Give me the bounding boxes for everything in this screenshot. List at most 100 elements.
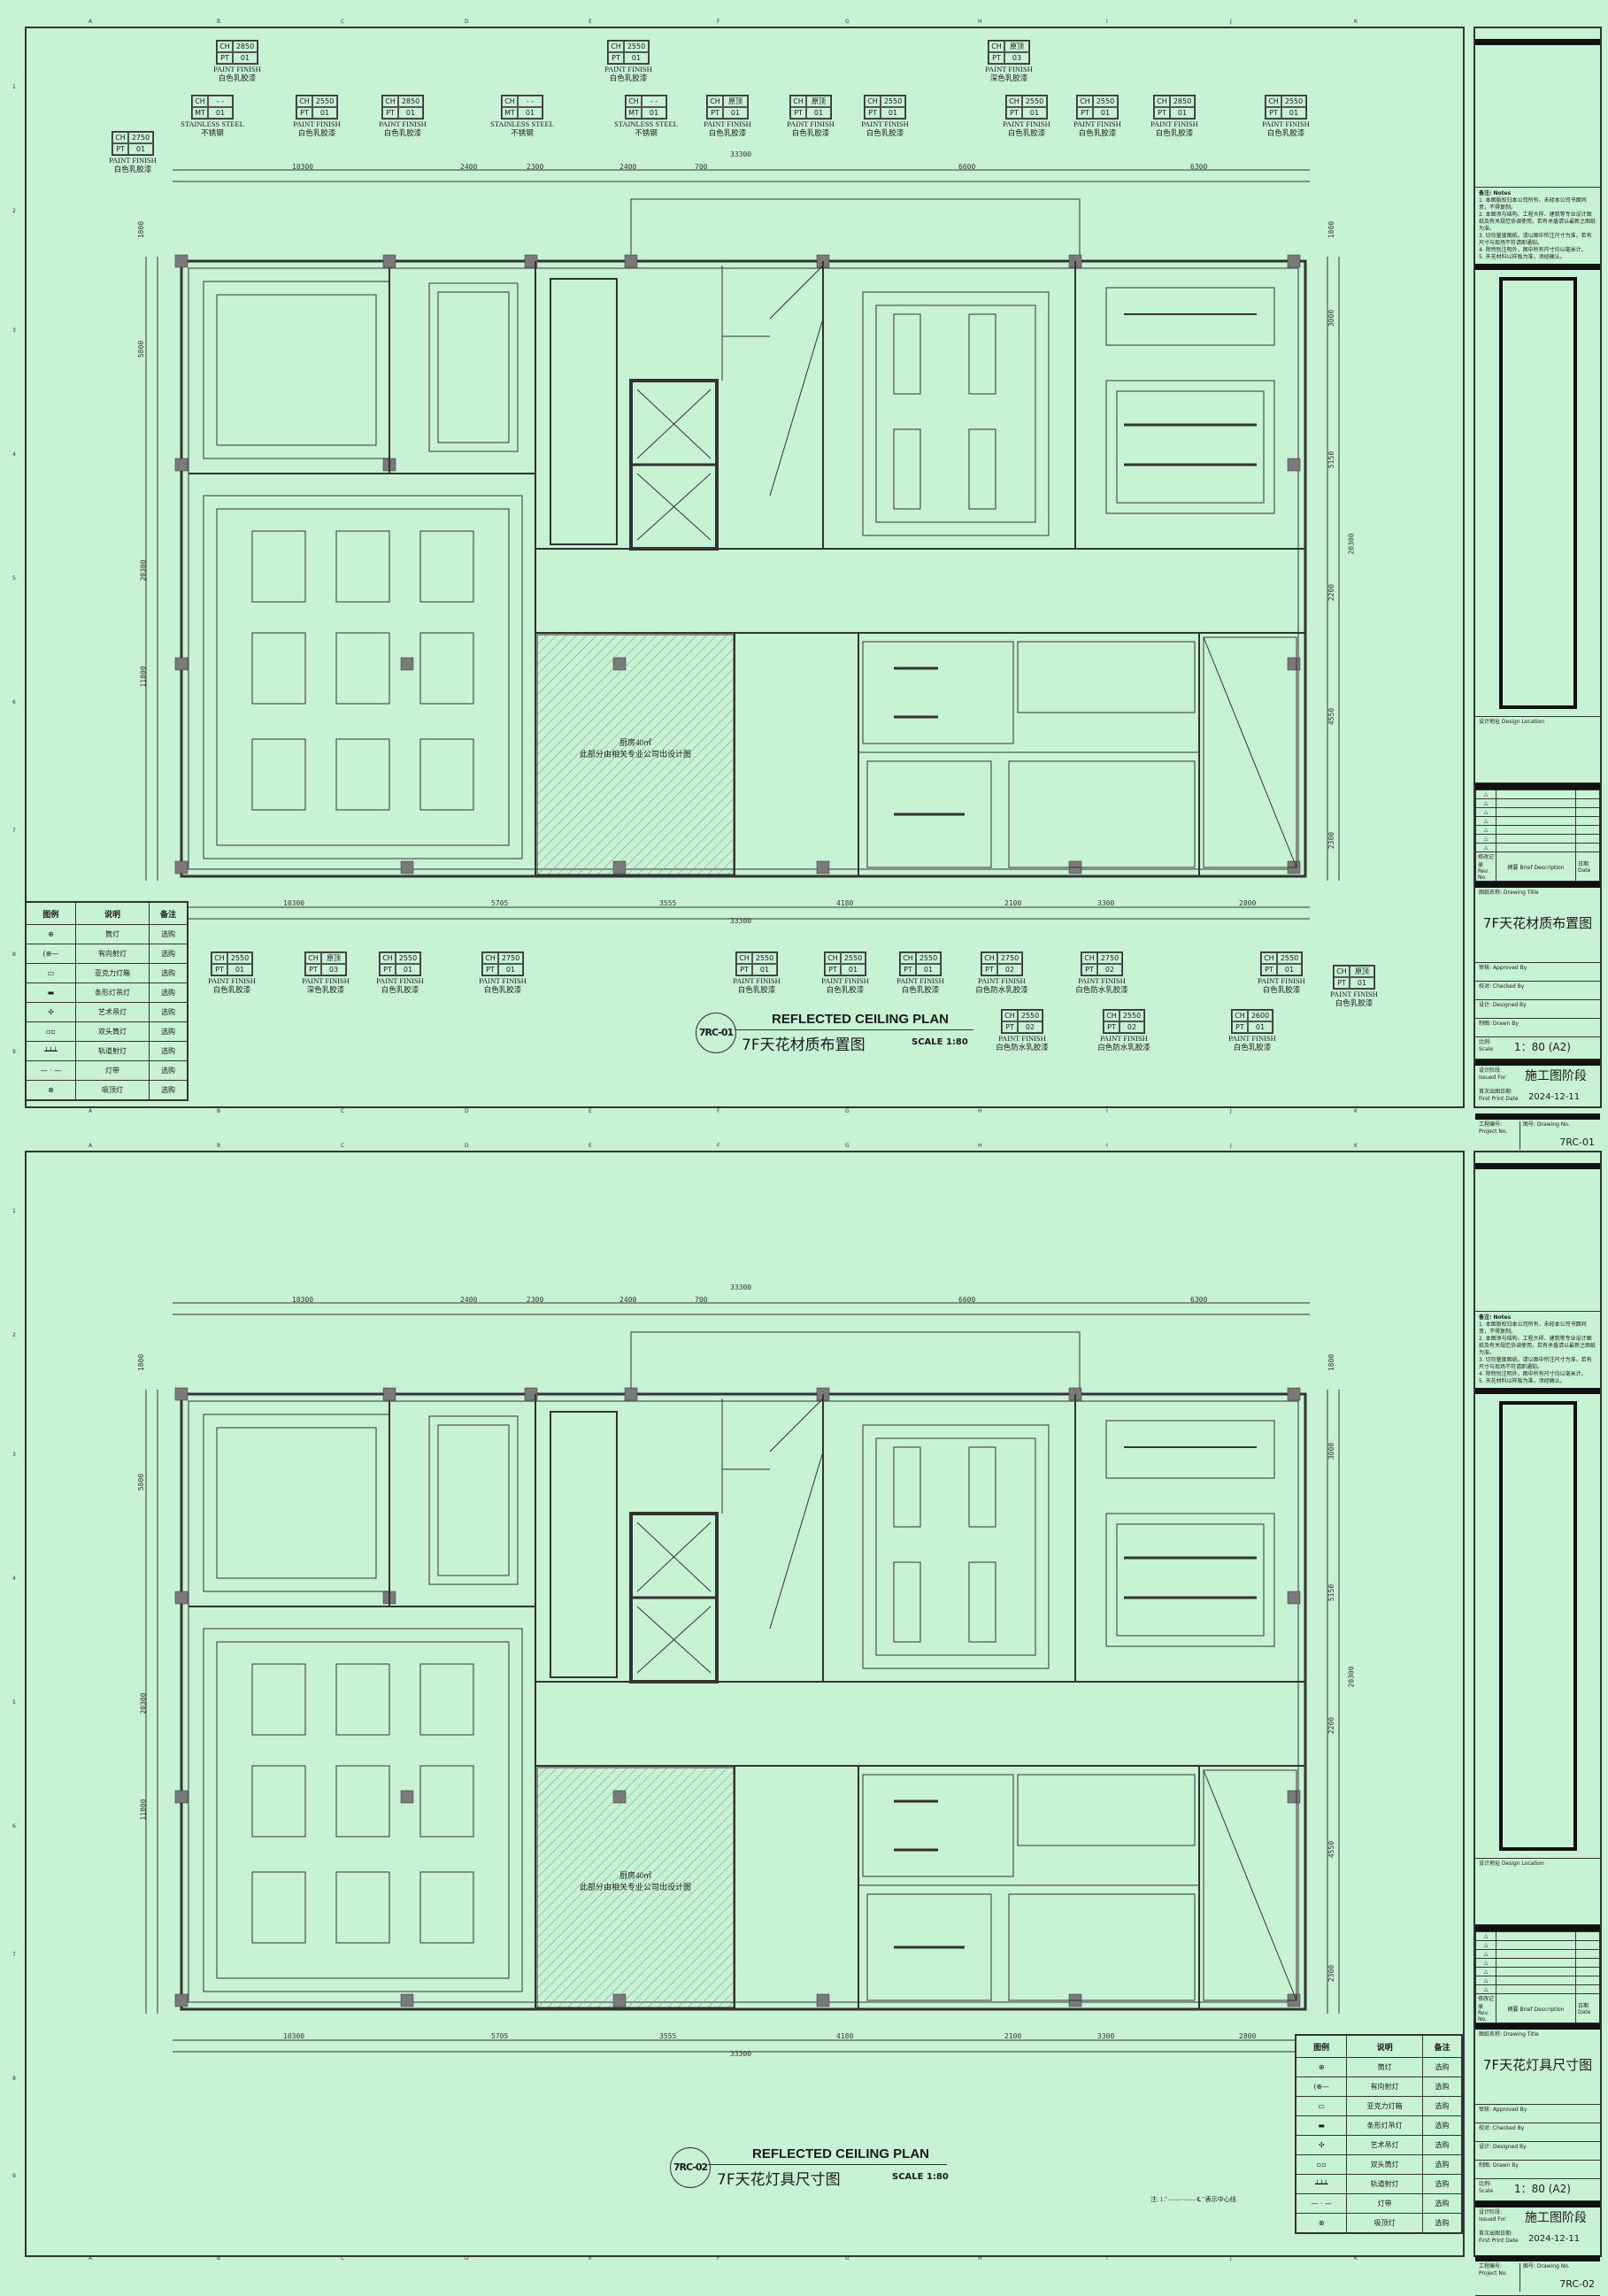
dimension-text: 2300 xyxy=(527,163,544,171)
ceiling-height-value: - - xyxy=(208,96,233,107)
dimension-text: 2800 xyxy=(1239,899,1257,907)
legend-remark: 选购 xyxy=(1421,2154,1463,2175)
revision-triangle-icon: △ xyxy=(1475,1976,1496,1985)
material-name-cn: 白色乳胶漆 xyxy=(609,73,648,82)
structural-column xyxy=(382,254,396,268)
grid-column-label: B xyxy=(217,1108,221,1114)
legend-remark: 选购 xyxy=(1421,2076,1463,2097)
material-number: 01 xyxy=(916,964,941,975)
drawing-title: 7F天花材质布置图 xyxy=(1482,915,1593,931)
light-panel xyxy=(893,428,921,510)
scale-label: 比例: Scale xyxy=(1479,1039,1494,1052)
title-block-bar xyxy=(1475,1388,1600,1394)
ceiling-recess xyxy=(1203,1769,1297,2001)
material-name-cn: 白色乳胶漆 xyxy=(212,985,251,994)
material-code: PT xyxy=(981,964,997,975)
revision-row: △ xyxy=(1475,1958,1600,1968)
ceiling-height-label: CH xyxy=(790,96,806,107)
legend-desc: 双头筒灯 xyxy=(1346,2154,1423,2175)
art-chandelier-icon: ✣ xyxy=(25,1002,76,1022)
grid-row-label: 1 xyxy=(12,84,16,90)
sheet-7rc-02-frame xyxy=(25,1151,1465,2257)
design-location-label: 设计地址 Design Location xyxy=(1475,716,1600,783)
total-dimension-text: 33300 xyxy=(730,917,752,925)
ceiling-height-label: CH xyxy=(900,952,916,964)
notes-item: 3. 切勿量度图纸，请以图中所注尺寸为准，若有尺寸与现场不符请即通知。 xyxy=(1479,233,1592,246)
ceiling-recess xyxy=(1105,1420,1275,1479)
material-number: 01 xyxy=(642,107,666,119)
dimension-text: 700 xyxy=(695,1296,708,1304)
structural-column xyxy=(624,1387,638,1401)
legend-remark: 选购 xyxy=(149,1041,188,1061)
legend-row: — · —灯带选购 xyxy=(1295,2193,1463,2214)
ceiling-recess xyxy=(862,1424,1050,1669)
ceiling-recess xyxy=(866,1893,992,2001)
key-plan-frame xyxy=(1498,1401,1577,1851)
project-no-label: 工程编号: Project No. xyxy=(1479,2263,1508,2277)
revision-date xyxy=(1575,834,1600,844)
material-number: 01 xyxy=(1022,107,1047,119)
title-block-bar xyxy=(1475,39,1600,45)
plan-code-badge: 7RC-01 xyxy=(696,1013,736,1053)
grid-row-label: 4 xyxy=(12,1576,16,1582)
title-block-bar xyxy=(1475,1925,1600,1931)
material-name-cn: 不锈钢 xyxy=(511,128,534,137)
dimension-text: 10300 xyxy=(292,1296,314,1304)
stair-line xyxy=(1203,636,1297,868)
material-number: 01 xyxy=(396,964,420,975)
revision-row: △ xyxy=(1475,798,1600,808)
material-name-cn: 白色乳胶漆 xyxy=(901,985,940,994)
grid-column-label: I xyxy=(1106,1108,1108,1114)
grid-column-label: B xyxy=(217,1143,221,1149)
revision-triangle-icon: △ xyxy=(1475,1984,1496,1994)
material-code: PT xyxy=(900,964,916,975)
ceiling-height-value: 2850 xyxy=(398,96,423,107)
light-panel xyxy=(419,1871,474,1944)
legend-header-cell: 说明 xyxy=(1346,2034,1423,2058)
revision-date xyxy=(1575,1949,1600,1959)
ceiling-height-label: CH xyxy=(707,96,723,107)
ceiling-height-label: CH xyxy=(380,952,396,964)
revision-brief xyxy=(1496,1967,1576,1976)
material-code: PT xyxy=(305,964,321,975)
material-number: 01 xyxy=(723,107,748,119)
dimension-text: 4550 xyxy=(1327,1840,1336,1859)
drawn-by-label: 制图: Drawn By xyxy=(1475,1019,1600,1037)
legend-remark: 选购 xyxy=(1421,2057,1463,2077)
dimension-text: 5800 xyxy=(137,340,146,358)
ceiling-height-value: 2850 xyxy=(233,41,258,52)
grid-column-label: K xyxy=(1354,1143,1358,1149)
grid-row-label: 6 xyxy=(12,699,16,705)
revision-triangle-icon: △ xyxy=(1475,807,1496,817)
notes-title: 备注: Notes xyxy=(1479,1314,1512,1321)
revision-date xyxy=(1575,1984,1600,1994)
material-name-en: PAINT FINISH xyxy=(604,65,652,73)
revision-table: △△△△△△△修改记录 Rev. No.摘要 Brief Description… xyxy=(1475,790,1600,882)
sheet-7rc-01-frame xyxy=(25,27,1465,1108)
ceiling-recess xyxy=(1017,1774,1196,1846)
grid-row-label: 7 xyxy=(12,1952,16,1958)
revision-triangle-icon: △ xyxy=(1475,1949,1496,1959)
material-number: 01 xyxy=(624,52,649,64)
material-number: 02 xyxy=(1097,964,1122,975)
room-note: 此部分由相关专业公司出设计图 xyxy=(579,1883,691,1892)
material-name-en: PAINT FINISH xyxy=(293,119,341,128)
revision-triangle-icon: △ xyxy=(1475,798,1496,808)
grid-row-label: 5 xyxy=(12,575,16,582)
ceiling-height-label: CH xyxy=(1077,96,1093,107)
legend-remark: 选购 xyxy=(1421,2174,1463,2194)
first-print-label: 首次出图日期: First Print Date xyxy=(1479,1089,1519,1102)
dimension-text: 3000 xyxy=(1327,1442,1336,1460)
double-downlight-icon: ▫▫ xyxy=(25,1021,76,1042)
material-number: 01 xyxy=(752,964,777,975)
